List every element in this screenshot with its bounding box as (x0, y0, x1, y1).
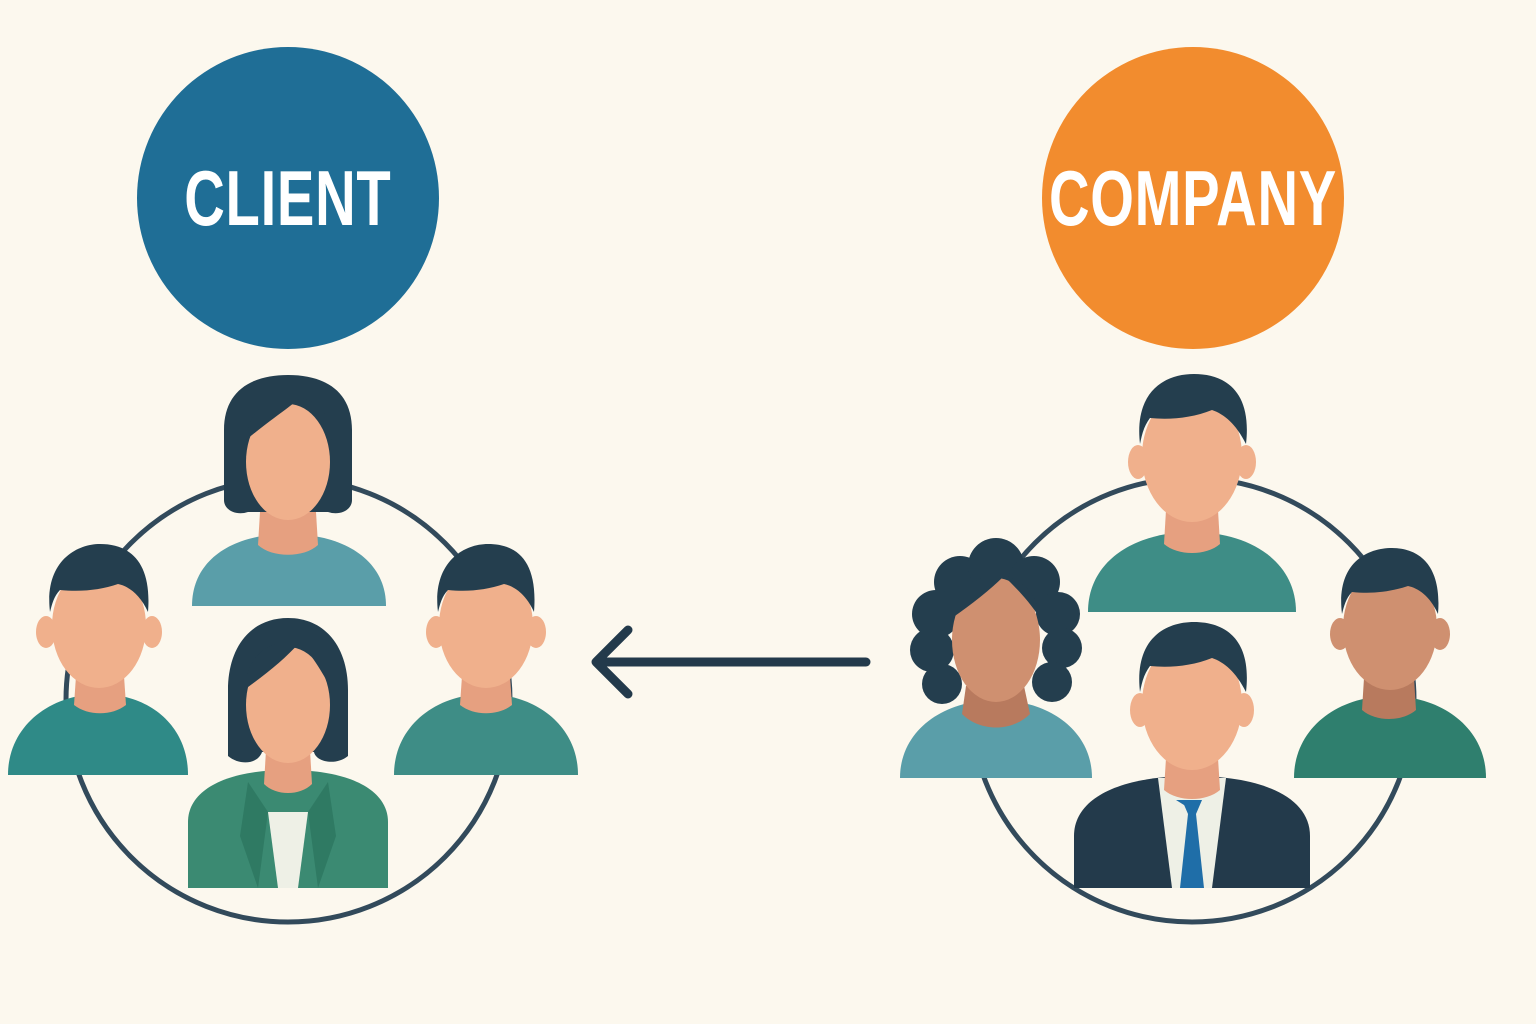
client-person-woman-top (192, 375, 386, 606)
client-person-man-right (394, 544, 578, 775)
client-person-woman-business (188, 618, 388, 888)
company-label-circle: COMPANY (1042, 47, 1344, 349)
company-person-man-top (1088, 374, 1296, 612)
client-label: CLIENT (184, 153, 392, 242)
company-person-man-suit (1074, 622, 1310, 888)
company-label: COMPANY (1049, 153, 1337, 242)
arrow-left-icon (591, 625, 871, 699)
company-person-woman-curly (900, 538, 1092, 778)
client-label-circle: CLIENT (137, 47, 439, 349)
company-person-man-right (1294, 548, 1486, 778)
client-person-man-left (8, 544, 188, 775)
